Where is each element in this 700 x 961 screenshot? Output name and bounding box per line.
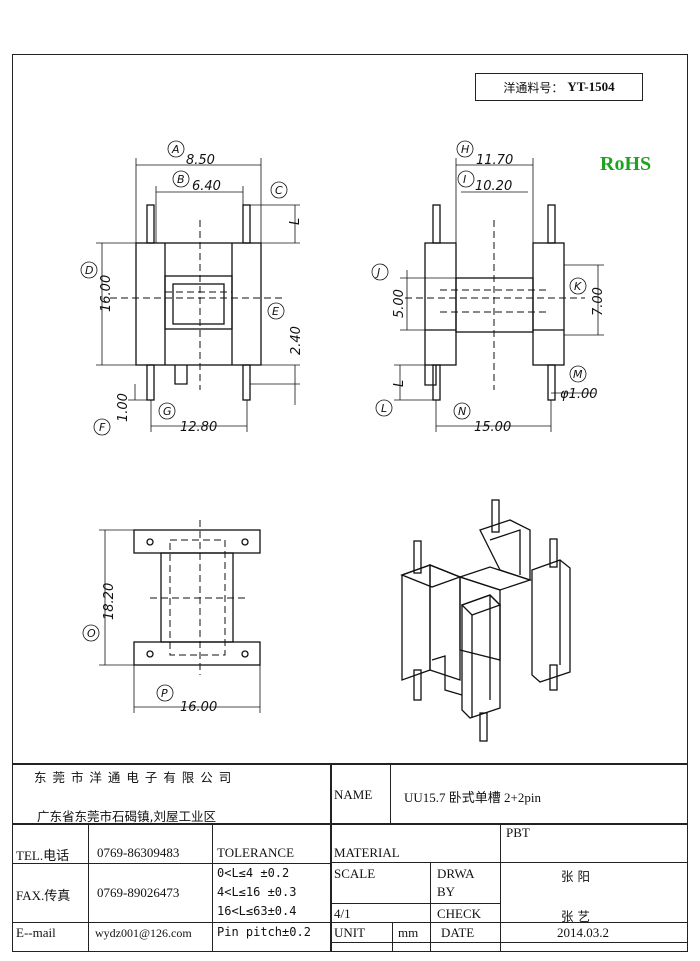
dim-K: 7.00 — [591, 287, 606, 316]
drawn-by: 张 阳 — [561, 869, 590, 884]
dimension-labels: 8.50 6.40 16.00 2.40 1.00 12.80 L 11.70 … — [85, 143, 606, 715]
dim-L-side: L — [392, 380, 407, 387]
dim-D: 16.00 — [99, 275, 114, 312]
dim-I: 10.20 — [475, 179, 512, 194]
rohs-mark: RoHS — [600, 153, 652, 175]
dim-A: 8.50 — [186, 153, 215, 168]
drawing-frame — [12, 54, 688, 952]
fax-label: FAX.传真 — [16, 888, 71, 903]
email-label: E--mail — [16, 925, 56, 940]
check-label: CHECK — [437, 906, 482, 921]
circle-H: H — [461, 143, 469, 156]
part-number-label: 洋通料号： — [503, 80, 564, 95]
dim-N: 15.00 — [474, 420, 511, 435]
company-address: 广东省东莞市石碣镇,刘屋工业区 — [37, 809, 216, 824]
drawn-label-2: BY — [437, 884, 456, 899]
company-name: 东 莞 市 洋 通 电 子 有 限 公 司 — [34, 770, 233, 785]
circle-D: D — [85, 264, 93, 277]
tolerance-row-4: Pin pitch±0.2 — [217, 925, 311, 939]
dim-J: 5.00 — [392, 289, 407, 318]
unit-value: mm — [398, 925, 419, 940]
circle-G: G — [163, 405, 172, 418]
unit-label: UNIT — [334, 925, 366, 940]
circle-I: I — [463, 173, 466, 186]
circle-K: K — [574, 280, 582, 293]
circle-B: B — [177, 173, 185, 186]
bottom-dimensions — [82, 529, 261, 713]
dim-L-front: L — [288, 218, 303, 225]
dim-B: 6.40 — [192, 179, 221, 194]
bottom-view — [133, 520, 261, 675]
scale-value: 4/1 — [334, 906, 351, 921]
part-number-value: YT-1504 — [567, 79, 615, 94]
front-view — [110, 204, 285, 401]
circle-M: M — [573, 368, 583, 381]
dim-E: 2.40 — [289, 326, 304, 355]
circle-L: L — [381, 402, 387, 415]
scale-label: SCALE — [334, 866, 376, 881]
name-label: NAME — [334, 787, 373, 802]
circle-J: J — [375, 266, 380, 279]
dim-H: 11.70 — [476, 153, 513, 168]
side-dimensions — [371, 140, 604, 432]
drawn-label-1: DRWA — [437, 866, 475, 881]
tolerance-row-3: 16<L≤63±0.4 — [217, 904, 297, 918]
circle-F: F — [99, 421, 106, 434]
tel-value: 0769-86309483 — [97, 845, 180, 860]
name-value: UU15.7 卧式单槽 2+2pin — [404, 790, 541, 805]
technical-drawing: 8.50 6.40 16.00 2.40 1.00 12.80 L 11.70 … — [80, 140, 606, 742]
side-view — [405, 204, 585, 401]
fax-value: 0769-89026473 — [97, 885, 180, 900]
checked-by: 张 艺 — [561, 909, 590, 924]
circle-N: N — [458, 405, 466, 418]
dim-M: φ1.00 — [560, 387, 598, 402]
tolerance-row-2: 4<L≤16 ±0.3 — [217, 885, 297, 899]
dim-F: 1.00 — [116, 393, 131, 422]
dim-G: 12.80 — [180, 420, 217, 435]
date-value: 2014.03.2 — [557, 925, 609, 940]
circle-O: O — [87, 627, 96, 640]
circle-P: P — [161, 687, 168, 700]
material-value: PBT — [506, 825, 530, 840]
email-value: wydz001@126.com — [95, 926, 192, 940]
dim-P: 16.00 — [180, 700, 217, 715]
part-number-box: 洋通料号： YT-1504 — [475, 73, 643, 101]
tolerance-label: TOLERANCE — [217, 845, 295, 860]
dim-O: 18.20 — [102, 583, 117, 620]
circle-C: C — [275, 184, 283, 197]
material-label: MATERIAL — [334, 845, 400, 860]
tel-label: TEL.电话 — [16, 848, 70, 863]
tolerance-row-1: 0<L≤4 ±0.2 — [217, 866, 290, 880]
circle-E: E — [272, 305, 279, 318]
isometric-view — [400, 499, 571, 742]
date-label: DATE — [441, 925, 475, 940]
circle-A: A — [171, 143, 180, 156]
front-dimensions — [80, 140, 300, 436]
